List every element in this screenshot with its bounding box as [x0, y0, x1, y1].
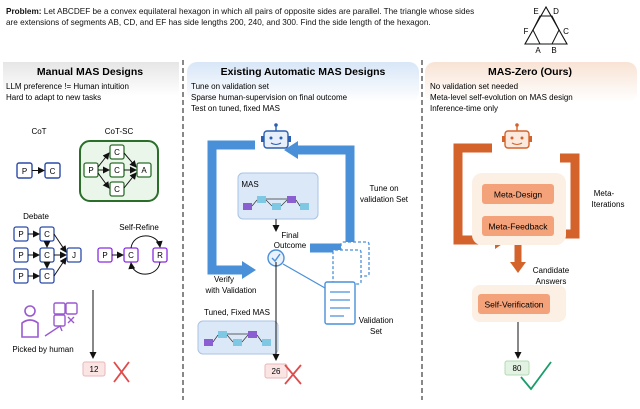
svg-text:P: P	[18, 230, 23, 239]
zero-note-3: Inference-time only	[430, 104, 498, 113]
svg-text:C: C	[114, 148, 120, 157]
svg-text:P: P	[18, 272, 23, 281]
validation-docs-icon	[324, 241, 370, 325]
tuned-mini-graph	[204, 331, 271, 346]
meta-design-box	[482, 184, 554, 204]
self-refine-label: Self-Refine	[119, 223, 159, 232]
person-picking-icon	[21, 302, 78, 338]
picked-by-human-label: Picked by human	[12, 345, 73, 354]
vertex-d: D	[553, 7, 559, 16]
cot-sc-label: CoT-SC	[105, 127, 134, 136]
blue-loop-right	[298, 145, 355, 253]
svg-text:P: P	[22, 167, 27, 176]
problem-text: Let ABCDEF be a convex equilateral hexag…	[6, 7, 475, 27]
cot-sc-diagram: P C C C A	[79, 140, 159, 202]
manual-panel-bg	[3, 62, 179, 96]
verify-label-line-1: Verify	[214, 275, 234, 284]
sc-node-a	[136, 162, 152, 178]
final-outcome-line-1: Final	[281, 231, 299, 240]
validation-set-line-1: Validation	[359, 316, 394, 325]
svg-text:C: C	[114, 185, 120, 194]
existing-note-1: Tune on validation set	[191, 82, 270, 91]
svg-text:C: C	[50, 167, 56, 176]
manual-answer: 12	[90, 365, 99, 374]
svg-text:C: C	[44, 251, 50, 260]
manual-note-2: Hard to adapt to new tasks	[6, 93, 101, 102]
cot-label: CoT	[31, 127, 46, 136]
orange-down-arrow-head	[510, 262, 526, 273]
cot-node-c	[44, 162, 61, 179]
svg-text:P: P	[88, 166, 93, 175]
mas-label: MAS	[241, 180, 258, 189]
svg-text:C: C	[128, 251, 134, 260]
tune-label-line-1: Tune on	[369, 184, 398, 193]
sc-node-c1	[109, 144, 125, 160]
meta-feedback-label: Meta-Feedback	[488, 222, 548, 232]
svg-text:C: C	[114, 166, 120, 175]
sc-node-c3	[109, 181, 125, 197]
self-verification-label: Self-Verification	[484, 300, 543, 310]
existing-note-2: Sparse human-supervision on final outcom…	[191, 93, 348, 102]
svg-text:A: A	[141, 166, 147, 175]
candidate-line-2: Answers	[536, 277, 567, 286]
existing-answer-box	[264, 363, 288, 379]
self-refine-diagram: P C R	[97, 235, 168, 275]
cot-diagram: P C	[16, 162, 61, 179]
vertex-b: B	[551, 46, 556, 55]
problem-label: Problem:	[6, 7, 42, 16]
svg-text:R: R	[157, 251, 163, 260]
self-verification-box	[478, 294, 550, 314]
validation-connector	[282, 263, 326, 289]
existing-title: Existing Automatic MAS Designs	[221, 66, 386, 78]
zero-answer-box	[504, 360, 530, 376]
validation-set-line-2: Set	[370, 327, 383, 336]
wrong-cross-icon	[113, 361, 130, 383]
svg-text:C: C	[44, 230, 50, 239]
svg-text:P: P	[18, 251, 23, 260]
tune-label-line-2: validation Set	[360, 195, 409, 204]
mas-box	[237, 172, 319, 220]
correct-check-icon	[520, 361, 552, 391]
manual-title: Manual MAS Designs	[37, 66, 143, 78]
zero-note-2: Meta-level self-evolution on MAS design	[430, 93, 573, 102]
mas-mini-graph	[243, 196, 309, 210]
debate-diagram: P C P C P C J	[13, 226, 82, 284]
tuned-mas-box	[197, 320, 279, 355]
tuned-label: Tuned, Fixed MAS	[204, 308, 270, 317]
candidate-line-1: Candidate	[533, 266, 570, 275]
final-outcome-line-2: Outcome	[274, 241, 307, 250]
blue-loop-right-head	[284, 141, 298, 159]
vertex-c: C	[563, 27, 569, 36]
meta-feedback-box	[482, 216, 554, 236]
vertex-f: F	[524, 27, 529, 36]
manual-note-1: LLM preference != Human intuition	[6, 82, 129, 91]
meta-design-label: Meta-Design	[494, 190, 542, 200]
vertex-a: A	[535, 46, 541, 55]
problem-statement: Problem: Let ABCDEF be a convex equilate…	[6, 6, 476, 28]
svg-text:J: J	[72, 251, 76, 260]
blue-loop-left-head	[242, 261, 256, 279]
meta-iterations-line-2: Iterations	[592, 200, 625, 209]
svg-text:P: P	[102, 251, 107, 260]
debate-label: Debate	[23, 212, 49, 221]
manual-answer-box	[82, 361, 106, 377]
existing-note-3: Test on tuned, fixed MAS	[191, 104, 280, 113]
verify-label-line-2: with Validation	[205, 286, 257, 295]
blue-loop-left	[207, 140, 255, 275]
svg-text:C: C	[44, 272, 50, 281]
zero-note-1: No validation set needed	[430, 82, 518, 91]
hexagon-figure: E D F C A B	[524, 5, 569, 55]
existing-answer: 26	[272, 367, 281, 376]
robot-icon-existing	[261, 123, 291, 149]
vertex-e: E	[533, 7, 538, 16]
zero-answer: 80	[513, 364, 522, 373]
zero-panel-bg	[425, 62, 637, 102]
wrong-cross-icon-2	[284, 364, 302, 385]
zero-title: MAS-Zero (Ours)	[488, 66, 572, 78]
meta-iterations-line-1: Meta-	[594, 189, 615, 198]
robot-icon-zero	[502, 123, 532, 149]
existing-panel-bg	[187, 62, 419, 102]
